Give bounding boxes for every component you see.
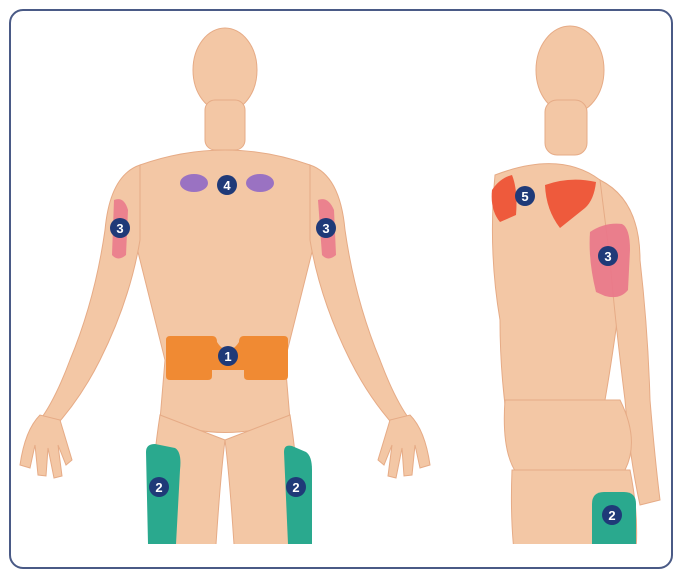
front-neck (205, 100, 245, 150)
badge-back-arm: 3 (598, 246, 618, 266)
body-diagram: 1 4 3 3 2 2 5 3 (0, 0, 683, 544)
front-left-hand (20, 415, 72, 478)
badge-thigh-right: 2 (286, 477, 306, 497)
back-neck (545, 100, 587, 155)
badge-thigh-left: 2 (149, 477, 169, 497)
badge-back-shoulder: 5 (515, 186, 535, 206)
svg-text:3: 3 (604, 249, 611, 264)
svg-text:5: 5 (521, 189, 528, 204)
badge-back-thigh: 2 (602, 505, 622, 525)
svg-text:1: 1 (224, 349, 231, 364)
svg-text:2: 2 (608, 508, 615, 523)
back-body (492, 26, 660, 544)
badge-abdomen: 1 (218, 346, 238, 366)
svg-text:4: 4 (223, 178, 231, 193)
svg-text:3: 3 (116, 221, 123, 236)
svg-text:3: 3 (322, 221, 329, 236)
badge-arm-right: 3 (316, 218, 336, 238)
front-head (193, 28, 257, 112)
svg-text:2: 2 (292, 480, 299, 495)
front-right-hand (378, 415, 430, 478)
badge-arm-left: 3 (110, 218, 130, 238)
svg-text:2: 2 (155, 480, 162, 495)
badge-chest: 4 (217, 175, 237, 195)
front-body (20, 28, 430, 544)
